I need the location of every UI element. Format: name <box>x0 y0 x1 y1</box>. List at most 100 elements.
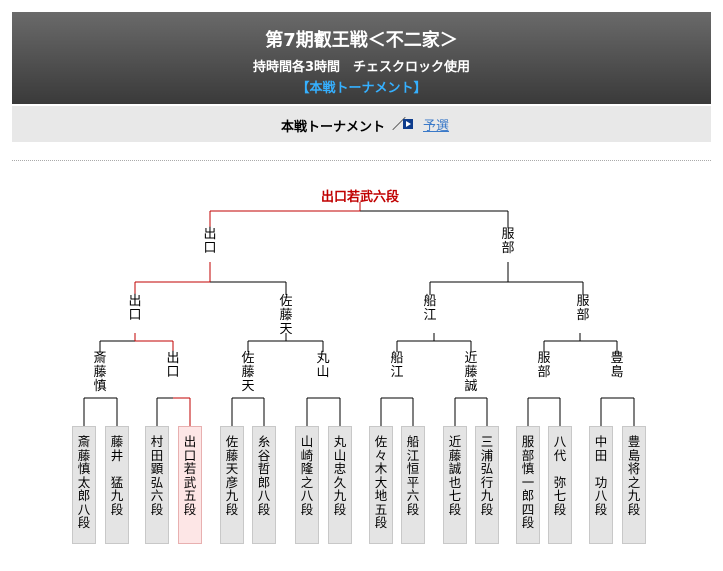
player-name-char: 三 <box>480 434 494 449</box>
player-name-char: 平 <box>406 474 420 490</box>
label-char: 斎 <box>93 351 107 366</box>
player-name-char: 五 <box>183 488 197 503</box>
player-name-char: 近 <box>448 434 462 449</box>
player-name-char: 段 <box>406 501 420 517</box>
label-char: 丸 <box>316 351 330 366</box>
player-name-char: 江 <box>406 447 420 463</box>
quarterfinal-label: 斎藤慎 <box>90 352 110 394</box>
player-box[interactable]: 服部慎一郎四段 <box>516 426 540 544</box>
label-char: 島 <box>610 365 624 380</box>
label-char: 江 <box>390 365 404 380</box>
player-name-char: 隆 <box>300 461 314 476</box>
player-name-char: 段 <box>594 501 608 517</box>
nav-bar: 本戦トーナメント ／ 予選 <box>12 106 711 142</box>
player-name-char: 浦 <box>480 447 494 463</box>
player-box[interactable]: 近藤誠也七段 <box>443 426 467 544</box>
player-name-char: 田 <box>594 447 608 463</box>
player-name-char: 弥 <box>553 474 567 490</box>
player-name-char: 藤 <box>77 447 91 463</box>
player-name-char: 行 <box>480 474 494 490</box>
player-name-char <box>549 462 571 476</box>
final-label: 服部 <box>498 228 518 256</box>
player-box[interactable]: 佐藤天彦九段 <box>220 426 244 544</box>
label-char: 誠 <box>464 379 478 394</box>
player-box[interactable]: 船江恒平六段 <box>401 426 425 544</box>
label-char: 服 <box>501 227 515 242</box>
player-name-char: 段 <box>480 501 494 517</box>
label-char: 船 <box>423 294 437 309</box>
player-name-char: 慎 <box>521 461 535 476</box>
player-box[interactable]: 中田 功八段 <box>589 426 613 544</box>
label-char: 服 <box>537 351 551 366</box>
player-name-char: 部 <box>521 447 535 463</box>
player-name-char: 一 <box>521 474 535 490</box>
quarterfinal-label: 出口 <box>163 352 183 380</box>
player-name-char: 五 <box>374 501 388 517</box>
label-char: 口 <box>203 241 217 256</box>
quarterfinal-label: 佐藤天 <box>238 352 258 394</box>
label-char: 天 <box>279 322 293 337</box>
player-name-char: 慎 <box>77 461 91 476</box>
player-name-char: 九 <box>110 488 124 503</box>
player-name-char: 船 <box>406 434 420 449</box>
player-name-char: 八 <box>77 501 91 517</box>
player-box[interactable]: 斎藤慎太郎八段 <box>72 426 96 544</box>
player-name-char: 段 <box>448 501 462 517</box>
semifinal-label: 出口 <box>125 295 145 323</box>
player-name-char: 段 <box>150 501 164 517</box>
player-name-char: 田 <box>150 447 164 463</box>
label-char: 出 <box>166 351 180 366</box>
player-name-char: 郎 <box>257 474 271 490</box>
player-box[interactable]: 豊島将之九段 <box>622 426 646 544</box>
player-name-char: 崎 <box>300 447 314 463</box>
dotted-divider <box>12 160 711 161</box>
player-box[interactable]: 丸山忠久九段 <box>328 426 352 544</box>
player-name-char: 段 <box>183 501 197 517</box>
player-box[interactable]: 三浦弘行九段 <box>475 426 499 544</box>
player-name-char: 久 <box>333 474 347 490</box>
page-title: 第7期叡王戦＜不二家＞ <box>265 30 458 51</box>
player-name-char: 四 <box>521 501 535 517</box>
label-char: 山 <box>316 365 330 380</box>
player-name-char: 島 <box>627 447 641 463</box>
label-char: 藤 <box>241 365 255 380</box>
player-name-char: 段 <box>77 515 91 530</box>
semifinal-label: 船江 <box>420 295 440 323</box>
player-box[interactable]: 佐々木大地五段 <box>369 426 393 544</box>
player-name-char: 佐 <box>374 434 388 449</box>
player-box[interactable]: 糸谷哲郎八段 <box>252 426 276 544</box>
preliminary-link[interactable]: 予選 <box>423 119 450 134</box>
player-name-char: 口 <box>183 447 197 463</box>
player-name-char: 斎 <box>77 434 91 449</box>
player-name-char <box>106 462 128 476</box>
player-name-char: 地 <box>374 488 388 503</box>
player-name-char: 九 <box>480 488 494 503</box>
player-name-char: 藤 <box>448 447 462 463</box>
player-name-char: 弘 <box>480 461 494 476</box>
player-name-char: 誠 <box>448 461 462 476</box>
label-char: 近 <box>464 351 478 366</box>
label-char: 慎 <box>93 379 107 394</box>
player-name-char: 谷 <box>257 447 271 463</box>
player-name-char: 九 <box>333 488 347 503</box>
player-box[interactable]: 村田顕弘六段 <box>145 426 169 544</box>
player-box[interactable]: 出口若武五段 <box>178 426 202 544</box>
player-name-char: 郎 <box>77 488 91 503</box>
player-name-char: 段 <box>553 501 567 517</box>
player-name-char: 段 <box>257 501 271 517</box>
player-name-char: 七 <box>448 488 462 503</box>
player-name-char: 也 <box>448 474 462 490</box>
player-name-char: 顕 <box>150 461 164 476</box>
player-name-char: 八 <box>594 488 608 503</box>
player-name-char: 段 <box>521 515 535 530</box>
player-box[interactable]: 八代 弥七段 <box>548 426 572 544</box>
player-box[interactable]: 山崎隆之八段 <box>295 426 319 544</box>
label-char: 部 <box>501 241 515 256</box>
player-box[interactable]: 藤井 猛九段 <box>105 426 129 544</box>
player-name-char: 段 <box>225 501 239 517</box>
final-label: 出口 <box>200 228 220 256</box>
label-char: 豊 <box>610 351 624 366</box>
player-name-char: 恒 <box>406 461 420 476</box>
player-name-char: 功 <box>594 474 608 490</box>
